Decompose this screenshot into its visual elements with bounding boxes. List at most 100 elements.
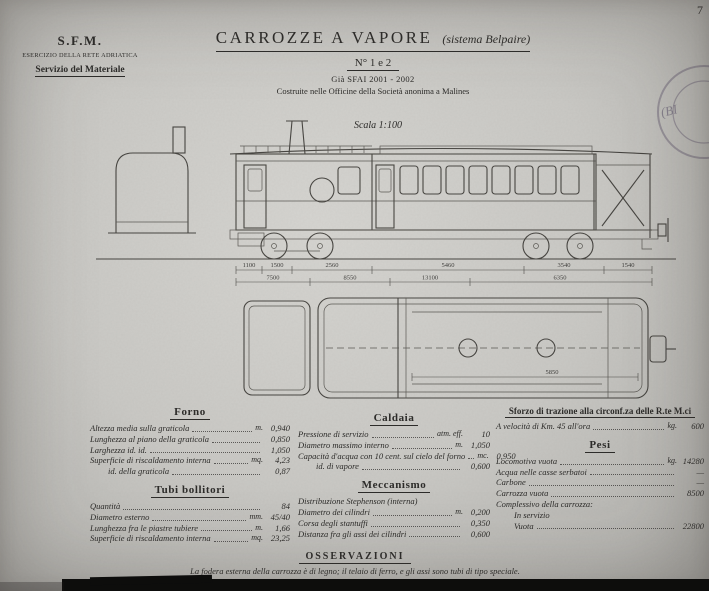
spec-value: 1,66 xyxy=(275,522,290,533)
dotted-leader xyxy=(370,525,460,527)
spec-label: Superficie di riscaldamento interna xyxy=(90,533,211,544)
spec-row: Superficie di riscaldamento interna mq. 23… xyxy=(90,533,290,544)
dim-label: 2560 xyxy=(326,262,339,269)
spec-label: Acqua nelle casse serbatoi xyxy=(496,466,587,477)
spec-unit: atm. eff. xyxy=(437,429,463,438)
dim-label: 5850 xyxy=(546,369,559,376)
dotted-leader xyxy=(409,536,460,538)
dim-label: 5460 xyxy=(442,262,455,269)
page-title: CARROZZE A VAPORE (sistema Belpaire) xyxy=(215,28,531,52)
spec-unit: m. xyxy=(255,522,263,532)
spec-row: Capacità d'acqua con 10 cent. sul cielo … xyxy=(298,450,516,462)
tubi-title: Tubi bollitori xyxy=(150,484,230,498)
spec-label: Quantità xyxy=(90,500,121,511)
pesi-title: Pesi xyxy=(585,439,615,453)
dotted-leader xyxy=(391,447,453,449)
spec-label: Distanza fra gli assi dei cilindri xyxy=(298,528,407,539)
dotted-leader xyxy=(536,528,674,530)
spec-value: 4,23 xyxy=(275,455,290,466)
meccanismo-title: Meccanismo xyxy=(357,479,431,494)
dotted-leader xyxy=(371,436,434,438)
spec-label: Locomotiva vuota xyxy=(496,455,558,466)
spec-row: Distanza fra gli assi dei cilindri 0,600 xyxy=(298,529,490,540)
corner-mark: 7 xyxy=(697,3,703,17)
dotted-leader xyxy=(213,463,249,465)
dotted-leader xyxy=(212,441,260,443)
title-subtitle: (sistema Belpaire) xyxy=(442,32,531,46)
spec-row: Carbone— xyxy=(496,477,704,488)
dim-label: 7500 xyxy=(267,275,280,282)
spec-row: Lunghezza fra le piastre tubiere m. 1,66 xyxy=(90,523,290,534)
title-main: CARROZZE A VAPORE xyxy=(215,28,433,47)
dotted-leader xyxy=(200,530,253,532)
dotted-leader xyxy=(589,474,674,476)
dim-label: 1540 xyxy=(622,262,635,269)
dotted-leader xyxy=(123,508,260,510)
caldaia-title: Caldaia xyxy=(369,412,419,426)
spec-value: 0,87 xyxy=(275,466,290,477)
dotted-leader xyxy=(192,430,253,432)
spec-value: 10 xyxy=(481,429,491,439)
spec-value: 0,200 xyxy=(470,506,490,517)
spec-unit: mq. xyxy=(251,455,263,465)
spec-unit: mq. xyxy=(251,533,263,543)
org-subtitle: ESERCIZIO DELLA RETE ADRIATICA xyxy=(22,52,138,59)
spec-value: — xyxy=(696,477,704,488)
trazione-title: Sforzo di trazione alla circonf.za delle… xyxy=(504,406,696,418)
spec-unit: m. xyxy=(455,506,463,516)
dim-label: 13100 xyxy=(422,275,438,282)
spec-value: 45/40 xyxy=(270,511,290,522)
spec-label: Altezza media sulla graticola xyxy=(90,423,190,433)
spec-row: Acqua nelle casse serbatoi— xyxy=(496,467,704,478)
spec-label: id. di vapore xyxy=(316,461,359,472)
dotted-leader xyxy=(551,495,674,497)
spec-value: 600 xyxy=(691,421,704,431)
spec-label: Superficie di riscaldamento interna xyxy=(90,455,211,466)
osservazioni-block: OSSERVAZIONI La fodera esterna della car… xyxy=(58,546,652,576)
spec-row: In servizio xyxy=(496,510,704,521)
spec-label: Capacità d'acqua con 10 cent. sul cielo … xyxy=(298,450,466,461)
spec-value: 0,940 xyxy=(270,423,290,433)
spec-label: Complessivo della carrozza: xyxy=(496,498,593,509)
dotted-leader xyxy=(149,452,260,454)
dotted-leader xyxy=(172,473,260,475)
spec-label: Vuota xyxy=(514,520,534,531)
org-block: S.F.M. ESERCIZIO DELLA RETE ADRIATICA Se… xyxy=(10,33,150,77)
dimension-lines: 1100 1500 2560 5460 3540 1540 7500 8550 … xyxy=(235,262,653,286)
meccanismo-rows: Distribuzione Stephenson (interna)Diamet… xyxy=(298,496,490,539)
dotted-leader xyxy=(528,485,674,487)
dotted-leader xyxy=(213,541,249,543)
stamp-text: (BI xyxy=(659,101,679,120)
end-view-drawing xyxy=(108,126,196,234)
osservazioni-title: OSSERVAZIONI xyxy=(299,551,411,564)
spec-unit: kg. xyxy=(667,455,677,465)
spec-value: 1,050 xyxy=(470,439,490,450)
scale-label: Scala 1:100 xyxy=(353,120,403,131)
spec-row: Superficie di riscaldamento interna mq. 4,… xyxy=(90,455,290,466)
spec-label: Lunghezza fra le piastre tubiere xyxy=(90,522,198,533)
plan-view-drawing: 5850 xyxy=(243,297,676,399)
spec-label: Corsa degli stantuffi xyxy=(298,517,368,528)
dim-label: 1500 xyxy=(271,262,284,269)
spec-row: Distribuzione Stephenson (interna) xyxy=(298,496,490,507)
dotted-leader xyxy=(468,458,475,460)
spec-value: 0,600 xyxy=(470,528,490,539)
spec-value: 1,050 xyxy=(270,444,290,455)
spec-unit: mc. xyxy=(477,450,489,460)
spec-value: 23,25 xyxy=(270,533,290,544)
